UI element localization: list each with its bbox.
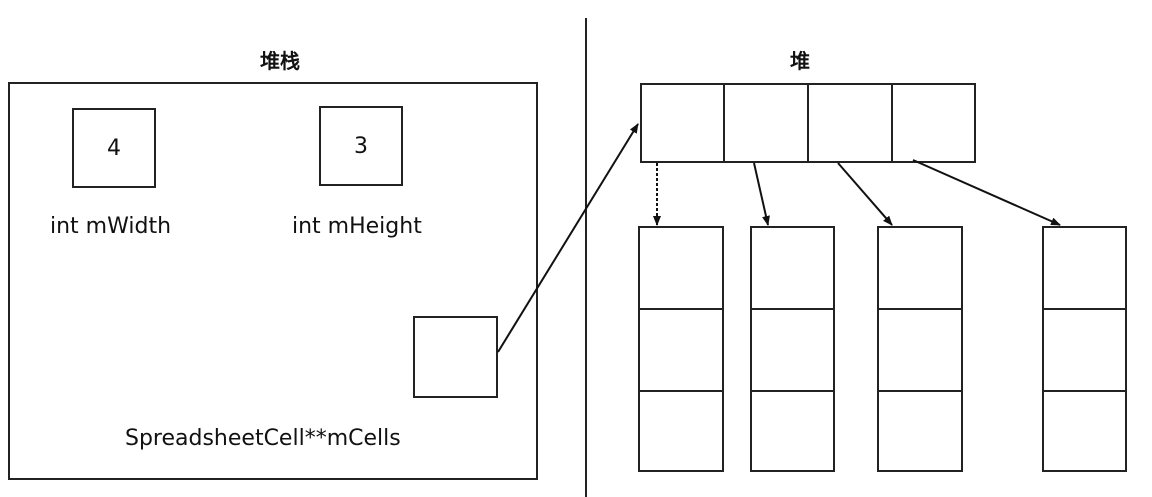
heap-pointer-slot bbox=[807, 83, 893, 163]
stack-title: 堆栈 bbox=[260, 49, 300, 73]
heap-pointer-slot bbox=[723, 83, 809, 163]
slot-2-to-column-2-arrow bbox=[753, 162, 770, 226]
stack-heap-divider bbox=[585, 18, 587, 497]
heap-column-2-cell bbox=[750, 390, 835, 472]
heap-column-1-cell bbox=[638, 308, 724, 392]
height-label: int mHeight bbox=[292, 214, 422, 239]
heap-column-3-cell bbox=[877, 390, 963, 472]
width-value-box: 4 bbox=[72, 108, 156, 188]
heap-title: 堆 bbox=[790, 49, 810, 73]
heap-pointer-slot bbox=[891, 83, 976, 163]
heap-column-3-cell bbox=[877, 308, 963, 392]
heap-column-3-cell bbox=[877, 226, 963, 310]
width-value: 4 bbox=[107, 135, 121, 161]
cells-pointer-box bbox=[413, 316, 498, 398]
height-value-box: 3 bbox=[319, 106, 403, 186]
heap-column-1-cell bbox=[638, 226, 724, 310]
heap-column-4-cell bbox=[1042, 390, 1127, 472]
width-label: int mWidth bbox=[50, 214, 172, 239]
heap-column-2-cell bbox=[750, 226, 835, 310]
height-value: 3 bbox=[354, 133, 368, 159]
slot-4-to-column-4-arrow bbox=[912, 159, 1061, 226]
cells-label: SpreadsheetCell**mCells bbox=[125, 426, 401, 451]
mcells-to-array-arrow bbox=[497, 123, 639, 353]
heap-column-1-cell bbox=[638, 390, 724, 472]
stack-frame bbox=[8, 82, 538, 480]
slot-3-to-column-3-arrow bbox=[837, 162, 893, 226]
heap-pointer-slot bbox=[640, 83, 725, 163]
